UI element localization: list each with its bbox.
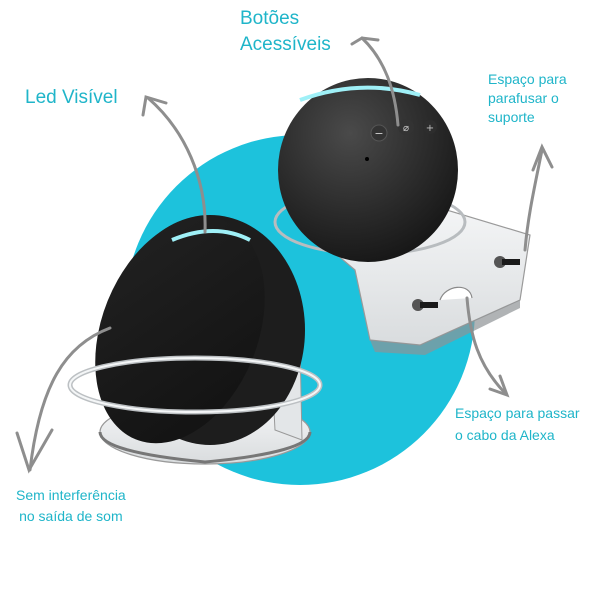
cable-label: Espaço para passar o cabo da Alexa bbox=[455, 404, 580, 445]
cable-label-line-1: Espaço para passar bbox=[455, 405, 580, 421]
screw-label-line-2: parafusar o bbox=[488, 89, 559, 106]
screw-left-icon bbox=[412, 299, 438, 311]
svg-text:⌀: ⌀ bbox=[403, 123, 409, 134]
arrow-to-buttons-icon bbox=[360, 36, 400, 127]
sound-label: Sem interferência no saída de som bbox=[16, 486, 126, 526]
left-speaker-with-mount bbox=[67, 215, 323, 465]
right-led-ring bbox=[299, 85, 421, 102]
screw-label-line-1: Espaço para bbox=[488, 71, 567, 87]
volume-up-button bbox=[423, 120, 437, 134]
mic-hole bbox=[365, 157, 369, 161]
cable-label-line-2: o cabo da Alexa bbox=[455, 426, 555, 443]
buttons-label-line-1: Botões bbox=[240, 8, 300, 29]
buttons-label: Botões Acessíveis bbox=[240, 8, 331, 57]
buttons-label-line-2: Acessíveis bbox=[240, 33, 331, 55]
svg-text:+: + bbox=[426, 123, 434, 134]
led-label-text: Led Visível bbox=[25, 87, 118, 108]
arrow-to-sound-icon bbox=[28, 326, 112, 472]
left-led-ring bbox=[171, 229, 251, 242]
right-speaker-with-mount: − ⌀ + bbox=[273, 78, 531, 355]
cable-notch bbox=[439, 286, 473, 301]
mic-off-button bbox=[398, 119, 414, 135]
arrow-to-screw-icon bbox=[523, 148, 544, 252]
arrow-to-led-icon bbox=[146, 96, 207, 234]
left-speaker-face bbox=[95, 216, 265, 444]
sound-label-line-1: Sem interferência bbox=[16, 487, 126, 503]
screw-right-icon bbox=[494, 256, 520, 268]
screw-label-line-3: suporte bbox=[488, 108, 535, 125]
screw-label: Espaço para parafusar o suporte bbox=[488, 70, 567, 127]
led-label: Led Visível bbox=[25, 87, 118, 110]
svg-text:−: − bbox=[374, 127, 383, 140]
sound-label-line-2: no saída de som bbox=[19, 507, 123, 524]
volume-down-button bbox=[370, 124, 388, 142]
arrow-to-cable-icon bbox=[465, 296, 507, 395]
right-speaker-body bbox=[278, 78, 458, 262]
